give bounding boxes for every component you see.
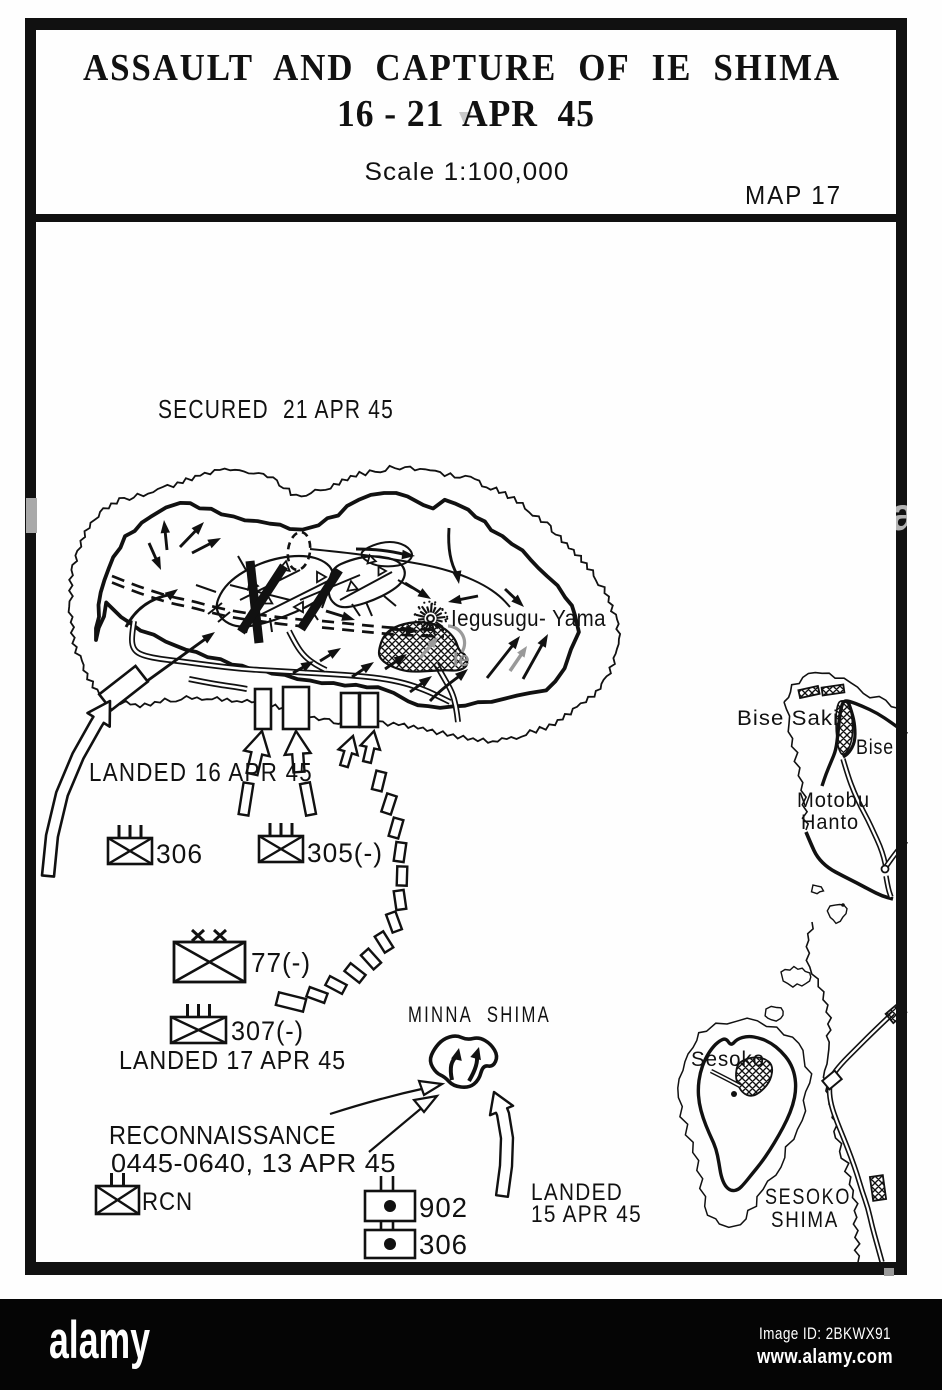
svg-text:307(-): 307(-) [231, 1016, 304, 1046]
svg-text:RCN: RCN [142, 1188, 193, 1216]
svg-text:LANDED 17 APR 45: LANDED 17 APR 45 [119, 1045, 346, 1075]
svg-text:SHIMA: SHIMA [771, 1207, 839, 1232]
svg-text:16 - 21 APR 45: 16 - 21 APR 45 [337, 93, 595, 135]
svg-text:Sesoko: Sesoko [691, 1048, 765, 1071]
svg-text:902: 902 [419, 1192, 468, 1223]
svg-text:Hanto: Hanto [801, 811, 859, 834]
svg-text:alamy: alamy [49, 1311, 150, 1370]
svg-text:Bise Saki: Bise Saki [737, 707, 839, 730]
svg-text:MAP 17: MAP 17 [745, 180, 842, 210]
svg-text:Bise: Bise [856, 736, 894, 759]
svg-text:Iegusugu- Yama: Iegusugu- Yama [451, 605, 606, 631]
svg-text:www.alamy.com: www.alamy.com [756, 1346, 893, 1368]
svg-text:SESOKO: SESOKO [765, 1184, 851, 1209]
svg-text:LANDED 16 APR 45: LANDED 16 APR 45 [89, 757, 313, 787]
svg-text:MINNA SHIMA: MINNA SHIMA [408, 1002, 551, 1027]
svg-text:306: 306 [419, 1229, 468, 1260]
svg-text:LANDED: LANDED [531, 1179, 623, 1206]
svg-text:a: a [890, 488, 916, 540]
svg-text:Ie: Ie [453, 649, 470, 671]
svg-text:ASSAULT AND CAPTURE OF IE: ASSAULT AND CAPTURE OF IE SHIMA [83, 47, 841, 89]
svg-text:Scale 1:100,000: Scale 1:100,000 [365, 158, 570, 186]
svg-text:15 APR 45: 15 APR 45 [531, 1201, 642, 1228]
svg-text:305(-): 305(-) [307, 838, 383, 868]
svg-text:Image ID: 2BKWX91: Image ID: 2BKWX91 [759, 1324, 891, 1343]
svg-text:Motobu: Motobu [797, 789, 870, 812]
svg-text:SECURED 21 APR 45: SECURED 21 APR 45 [158, 394, 394, 424]
svg-text:306: 306 [156, 839, 203, 869]
svg-text:77(-): 77(-) [251, 947, 311, 978]
svg-text:0445-0640, 13 APR 45: 0445-0640, 13 APR 45 [111, 1148, 396, 1178]
svg-text:RECONNAISSANCE: RECONNAISSANCE [109, 1120, 336, 1150]
